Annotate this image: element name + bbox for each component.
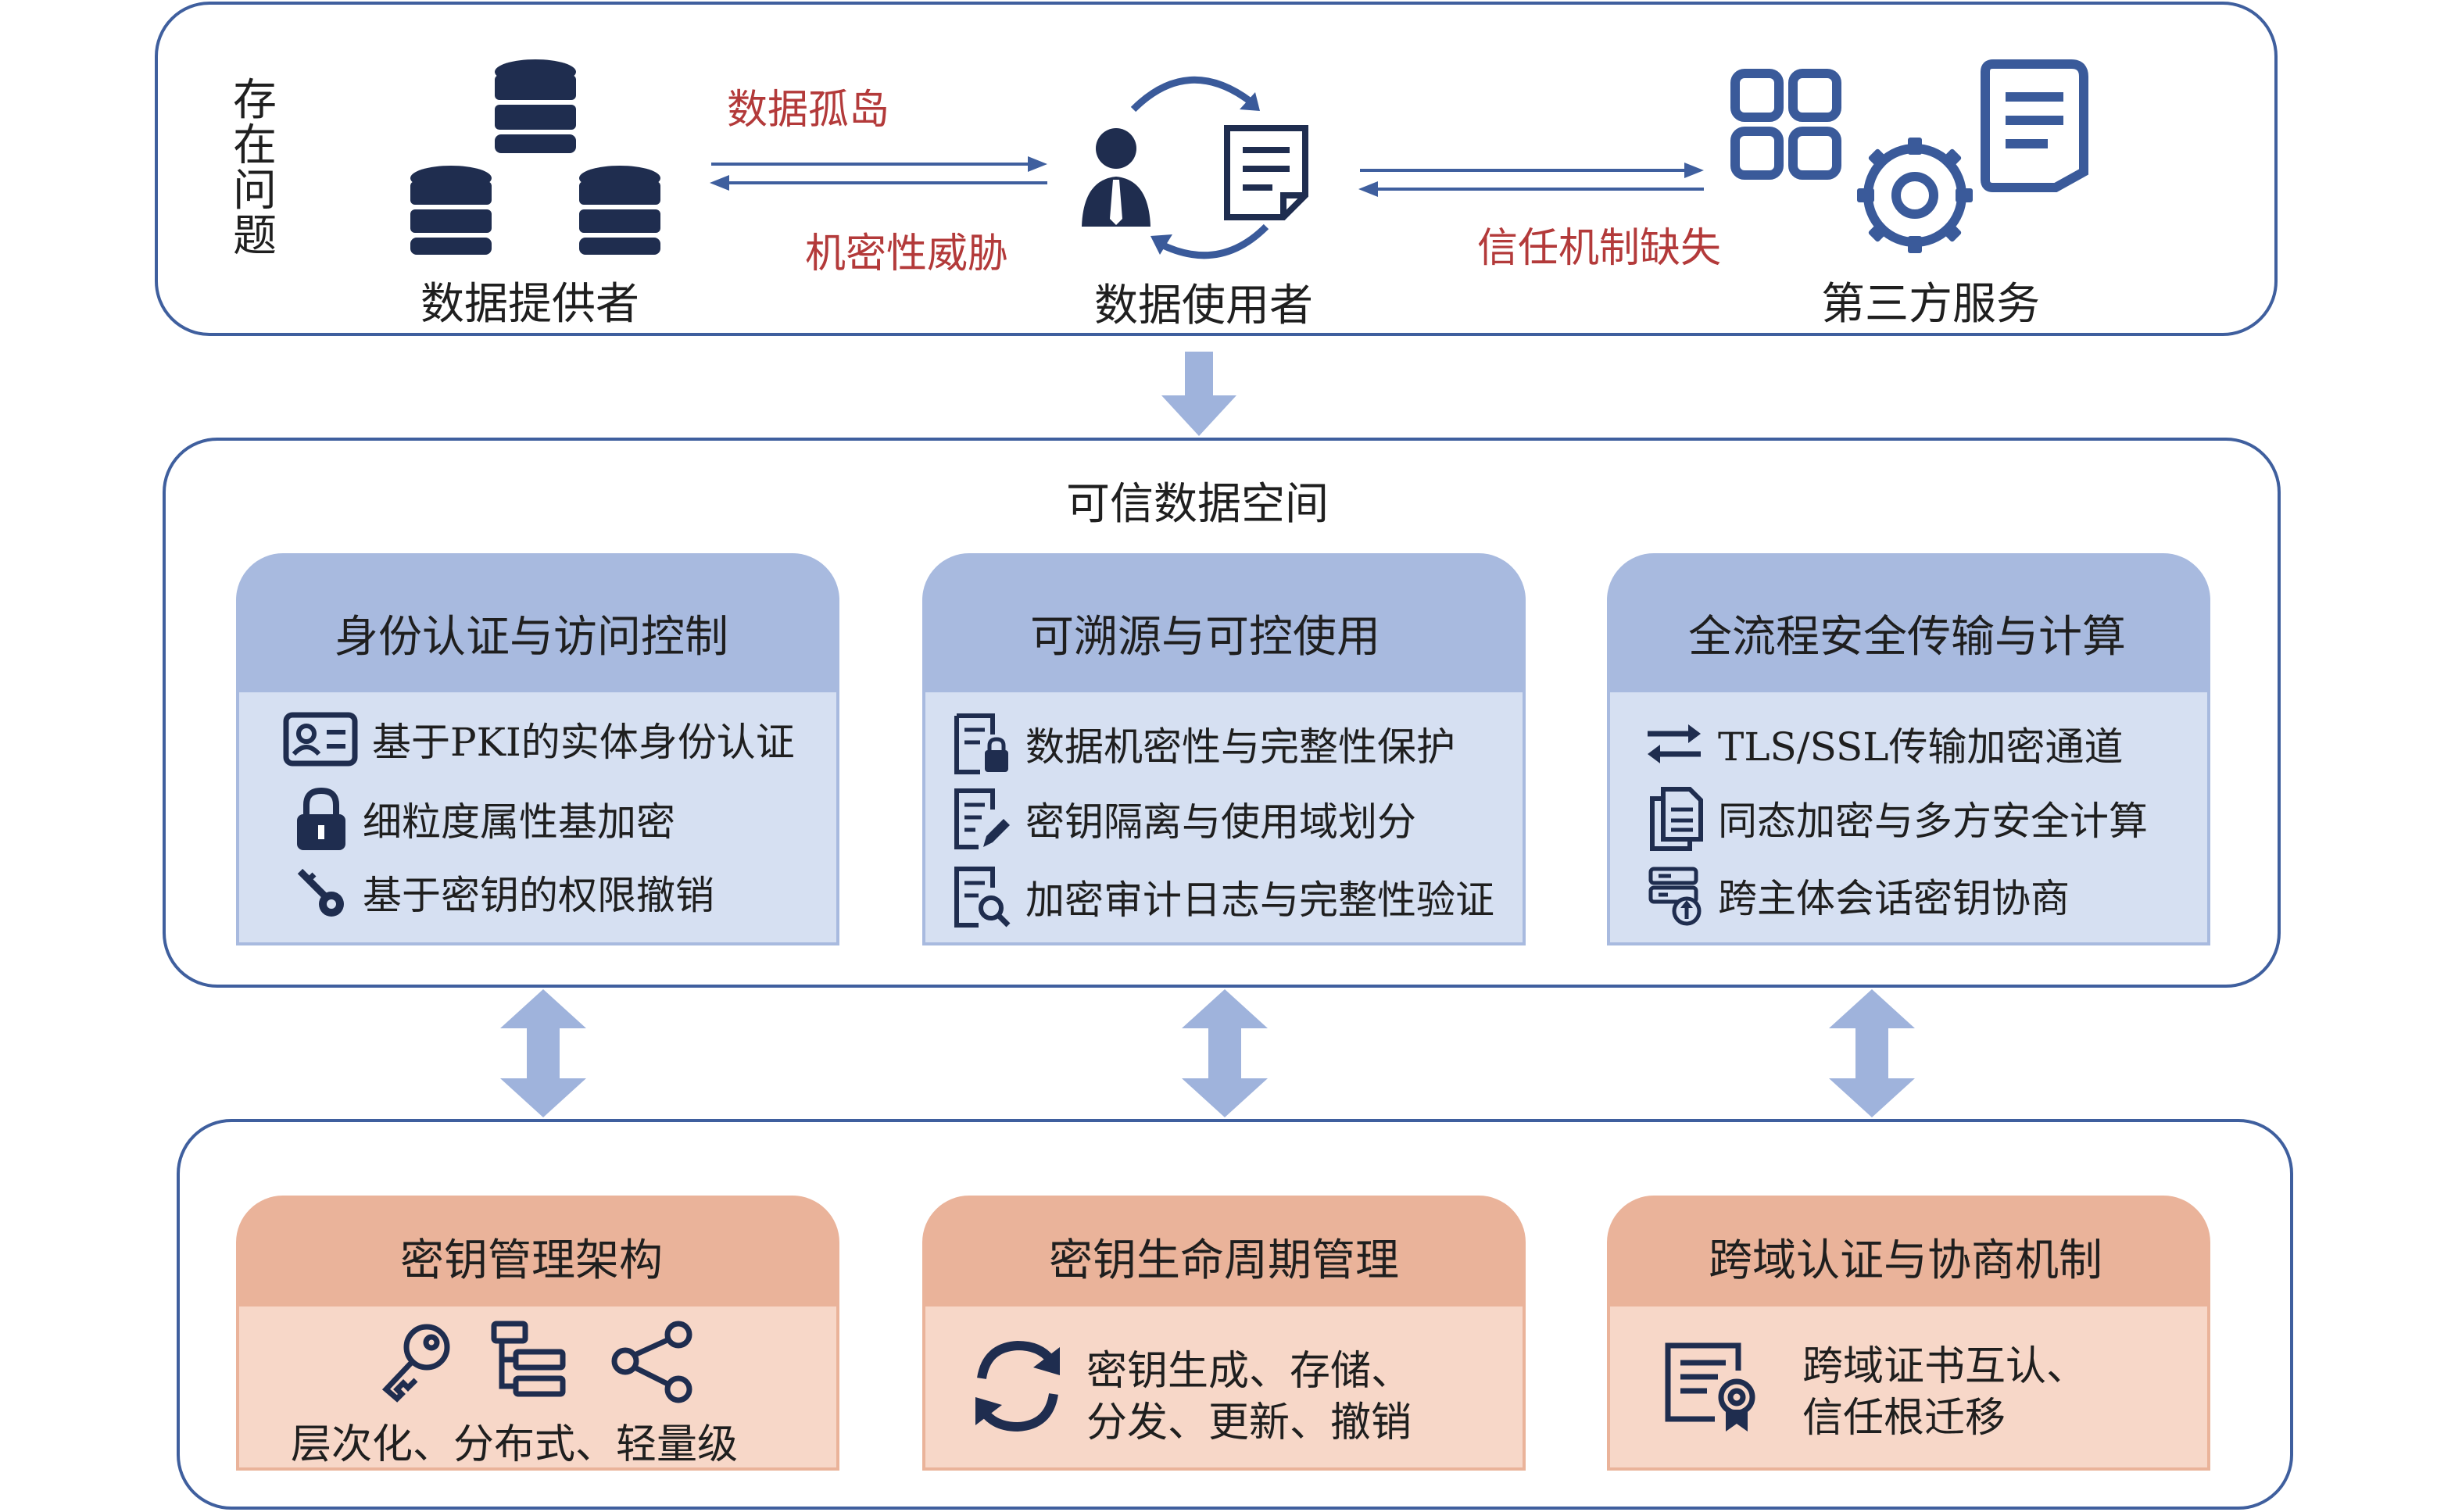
padlock-icon bbox=[297, 787, 345, 850]
card-architecture-body bbox=[236, 1306, 839, 1471]
transmission-item-homomorphic: 同态加密与多方安全计算 bbox=[1648, 785, 2148, 852]
card-traceable-header bbox=[922, 553, 1526, 692]
card-identity-title: 身份认证与访问控制 bbox=[335, 612, 728, 663]
data-island-label: 数据孤岛 bbox=[727, 87, 890, 134]
down-arrow bbox=[1161, 352, 1236, 436]
certificate-icon bbox=[1665, 1342, 1755, 1432]
document-lock-icon bbox=[954, 713, 1008, 774]
traceable-item-isolation: 密钥隔离与使用域划分 bbox=[952, 786, 1416, 852]
third-party-service-icon bbox=[1730, 59, 2088, 253]
exchange-arrows-icon bbox=[1648, 724, 1701, 763]
transmission-item-tls-text: TLS/SSL传输加密通道 bbox=[1718, 724, 2124, 770]
architecture-desc: 层次化、分布式、轻量级 bbox=[291, 1421, 739, 1468]
transmission-item-session-text: 跨主体会话密钥协商 bbox=[1718, 876, 2070, 921]
card-crossdomain-header bbox=[1607, 1196, 2210, 1306]
identity-item-abe: 细粒度属性基加密 bbox=[294, 786, 675, 852]
confidentiality-threat-label: 机密性威胁 bbox=[805, 231, 1009, 277]
card-transmission-header bbox=[1607, 553, 2210, 692]
bidirectional-arrow-left bbox=[500, 989, 586, 1117]
document-search-icon bbox=[954, 867, 1011, 928]
database-stack-icon bbox=[410, 59, 660, 255]
card-transmission-title: 全流程安全传输与计算 bbox=[1688, 612, 2126, 663]
id-card-icon bbox=[283, 712, 358, 767]
traceable-item-isolation-text: 密钥隔离与使用域划分 bbox=[1025, 799, 1416, 845]
card-lifecycle-title: 密钥生命周期管理 bbox=[1049, 1235, 1399, 1286]
lifecycle-desc-line2: 分发、更新、撤销 bbox=[1086, 1399, 1412, 1446]
card-lifecycle-header bbox=[922, 1196, 1526, 1306]
traceable-item-audit: 加密审计日志与完整性验证 bbox=[952, 864, 1494, 930]
trusted-data-space-title: 可信数据空间 bbox=[1066, 479, 1329, 530]
identity-item-revoke-text: 基于密钥的权限撤销 bbox=[363, 873, 714, 918]
refresh-cycle-icon bbox=[975, 1340, 1060, 1432]
third-party-label: 第三方服务 bbox=[1821, 279, 2040, 330]
problems-frame bbox=[155, 2, 2278, 336]
card-lifecycle-body bbox=[922, 1306, 1526, 1471]
bidirectional-arrow-center bbox=[1182, 989, 1268, 1117]
document-edit-icon bbox=[954, 788, 1010, 849]
trust-missing-label: 信任机制缺失 bbox=[1477, 225, 1722, 272]
crossdomain-desc-line2: 信任根迁移 bbox=[1802, 1395, 2006, 1442]
card-transmission-body bbox=[1607, 692, 2210, 945]
card-architecture-title: 密钥管理架构 bbox=[400, 1235, 663, 1286]
user-label: 数据使用者 bbox=[1094, 281, 1313, 331]
crossdomain-desc-line1: 跨域证书互认、 bbox=[1802, 1343, 2088, 1390]
lifecycle-desc-line1: 密钥生成、存储、 bbox=[1086, 1348, 1412, 1395]
card-identity-header bbox=[236, 553, 839, 692]
card-traceable-body bbox=[922, 692, 1526, 945]
double-arrow-left bbox=[710, 156, 1047, 191]
data-user-icon bbox=[1082, 76, 1308, 259]
card-crossdomain-body bbox=[1607, 1306, 2210, 1471]
architecture-icons bbox=[381, 1321, 692, 1403]
transmission-item-homomorphic-text: 同态加密与多方安全计算 bbox=[1718, 799, 2148, 844]
server-upload-icon bbox=[1648, 867, 1702, 926]
bidirectional-arrow-right bbox=[1829, 989, 1915, 1117]
identity-item-pki-text: 基于PKI的实体身份认证 bbox=[372, 720, 795, 765]
provider-label: 数据提供者 bbox=[420, 279, 639, 330]
identity-item-abe-text: 细粒度属性基加密 bbox=[363, 799, 675, 845]
identity-item-pki: 基于PKI的实体身份认证 bbox=[283, 711, 795, 767]
double-arrow-right bbox=[1358, 163, 1704, 197]
traceable-item-audit-text: 加密审计日志与完整性验证 bbox=[1025, 878, 1494, 923]
problems-side-label: 存在问题 bbox=[233, 75, 277, 262]
identity-item-revoke: 基于密钥的权限撤销 bbox=[294, 864, 714, 920]
card-traceable-title: 可溯源与可控使用 bbox=[1030, 612, 1380, 663]
copy-documents-icon bbox=[1650, 787, 1703, 851]
card-crossdomain-title: 跨域认证与协商机制 bbox=[1709, 1235, 2102, 1286]
key-icon bbox=[297, 868, 344, 917]
traceable-item-protect: 数据机密性与完整性保护 bbox=[952, 711, 1455, 777]
card-architecture-header bbox=[236, 1196, 839, 1306]
transmission-item-tls: TLS/SSL传输加密通道 bbox=[1644, 716, 2123, 772]
traceable-item-protect-text: 数据机密性与完整性保护 bbox=[1025, 724, 1455, 770]
transmission-item-session: 跨主体会话密钥协商 bbox=[1648, 864, 2070, 927]
